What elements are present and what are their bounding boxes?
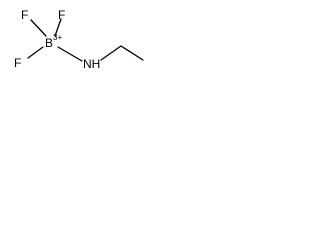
atom-boron: B [45,36,53,50]
boron-charge: 3+ [53,33,62,42]
atom-f-left: F [14,56,21,70]
bond-b-n [57,46,83,62]
bond-b-f-upper-left [30,19,47,37]
bond-b-f-upper-right [54,18,62,37]
bond-n-ch2 [100,45,122,61]
atom-f-upper-left: F [21,8,28,22]
atom-f-upper-right: F [58,8,65,22]
bond-ch2-ch3 [120,45,144,61]
chemical-structure: F F F B 3+ NH [14,8,144,71]
atom-nitrogen: NH [83,57,100,71]
bond-b-f-left [27,46,44,59]
